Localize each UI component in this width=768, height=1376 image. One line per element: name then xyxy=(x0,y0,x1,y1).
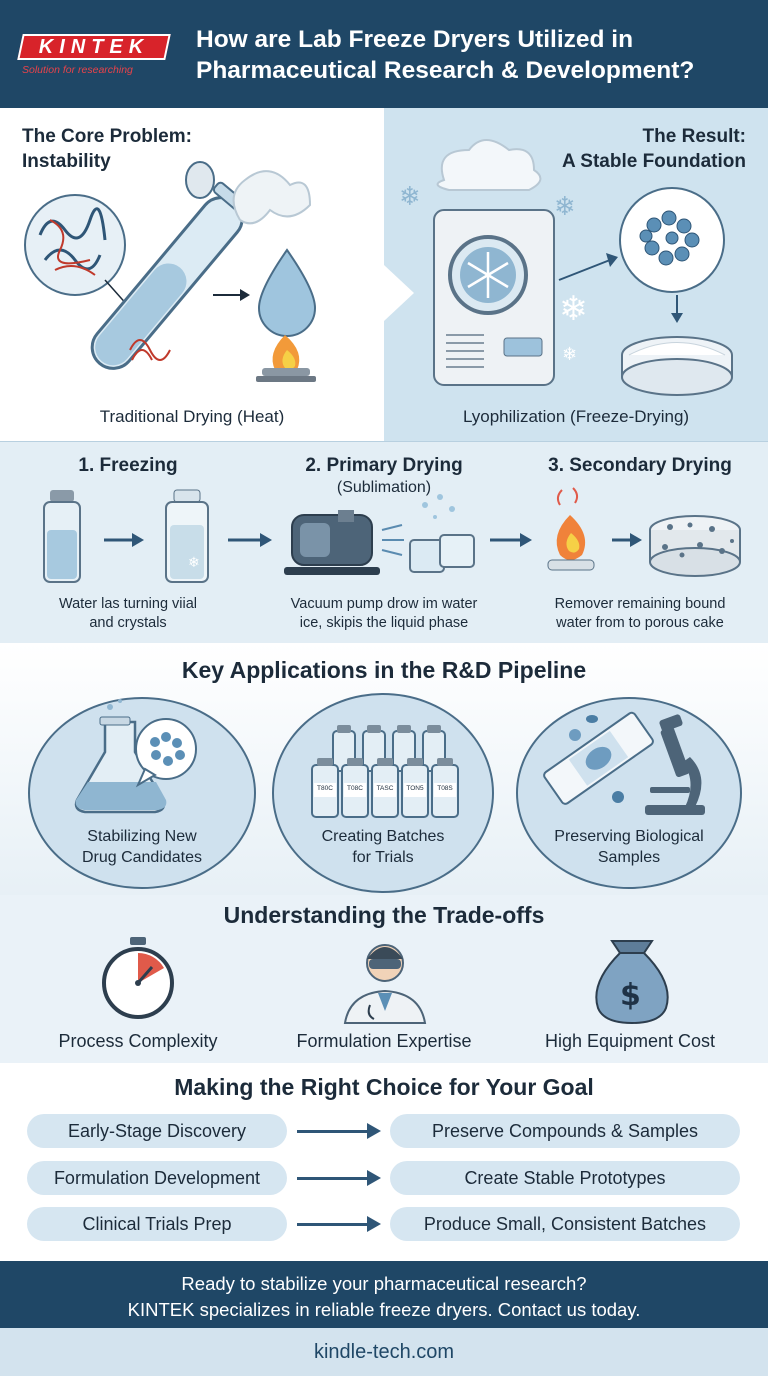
logo-tagline: Solution for researching xyxy=(22,64,133,76)
protein-molecule-icon xyxy=(24,194,126,296)
process-steps-panel xyxy=(0,441,768,643)
application-3-caption: Preserving Biological Samples xyxy=(516,826,742,868)
result-heading-line-1: The Result: xyxy=(642,126,746,147)
svg-text:❄: ❄ xyxy=(554,192,576,222)
step-2-caption-line-1: Vacuum pump drow im water xyxy=(290,596,478,612)
step-2-subtitle: (Sublimation) xyxy=(336,479,432,496)
choices-title: Making the Right Choice for Your Goal xyxy=(174,1074,594,1100)
outcome-prototypes: Create Stable Prototypes xyxy=(390,1161,740,1195)
goal-early-stage: Early-Stage Discovery xyxy=(27,1114,287,1148)
step-3-caption-line-2: water from to porous cake xyxy=(556,615,724,631)
step-1-caption: Water las turning viial and crystals xyxy=(0,595,256,633)
vial-label-4: TON5 xyxy=(406,785,424,792)
title-line-2: Pharmaceutical Research & Development? xyxy=(196,57,695,84)
footer-cta-banner xyxy=(0,1261,768,1328)
application-1-line-1: Stabilizing New xyxy=(87,828,197,845)
step-1-caption-line-2: and crystals xyxy=(89,615,167,631)
outcome-batches: Produce Small, Consistent Batches xyxy=(390,1207,740,1241)
stopwatch-icon xyxy=(102,937,174,1019)
website-link[interactable]: kindle-tech.com xyxy=(313,1341,455,1363)
svg-text:❄: ❄ xyxy=(562,344,577,365)
goal-formulation: Formulation Development xyxy=(27,1161,287,1195)
svg-text:❄: ❄ xyxy=(188,555,200,571)
vacuum-pump-icon xyxy=(284,510,380,575)
result-caption: Lyophilization (Freeze-Drying) xyxy=(462,407,690,426)
application-3-line-1: Preserving Biological xyxy=(554,828,704,845)
step-2-title: 2. Primary Drying xyxy=(305,455,463,476)
applications-illustrations xyxy=(74,699,705,818)
choice-arrow-1 xyxy=(297,1130,369,1133)
scientist-icon xyxy=(343,944,427,1024)
application-2-line-1: Creating Batches xyxy=(321,828,445,845)
burner-flame-icon xyxy=(547,487,595,571)
kintek-logo-text: KINTEK xyxy=(38,36,150,58)
vial-batch-icon xyxy=(311,730,459,818)
step-3-caption: Remover remaining bound water from to po… xyxy=(512,595,768,633)
microscope-icon xyxy=(645,714,705,815)
step-2-caption: Vacuum pump drow im water ice, skipis th… xyxy=(256,595,512,633)
flask-icon xyxy=(74,699,167,814)
vial-label-3: TASC xyxy=(376,785,394,792)
vial-label-5: T08S xyxy=(437,785,453,792)
choice-arrow-2 xyxy=(297,1177,369,1180)
step-3-caption-line-1: Remover remaining bound xyxy=(554,596,726,612)
vial-label-1: T80C xyxy=(317,785,333,792)
process-illustrations: ❄ xyxy=(43,487,741,583)
vial-liquid-icon xyxy=(43,490,81,583)
choice-arrow-head-3 xyxy=(367,1216,381,1232)
porous-cake-icon xyxy=(649,515,741,577)
money-bag-icon: $ xyxy=(595,940,669,1025)
vial-label-2: T08C xyxy=(347,785,363,792)
application-1-line-2: Drug Candidates xyxy=(81,849,203,866)
applications-title: Key Applications in the R&D Pipeline xyxy=(181,657,587,683)
tradeoff-1-label: Process Complexity xyxy=(58,1031,218,1051)
step-1-title: 1. Freezing xyxy=(78,455,178,476)
title-line-1: How are Lab Freeze Dryers Utilized in xyxy=(196,26,634,53)
choice-arrow-head-2 xyxy=(367,1170,381,1186)
problem-heading-line-2: Instability xyxy=(22,151,111,172)
application-2-line-2: for Trials xyxy=(352,849,414,866)
application-2-caption: Creating Batches for Trials xyxy=(272,826,494,868)
step-1-caption-line-1: Water las turning viial xyxy=(58,596,198,612)
water-drop-icon xyxy=(257,248,317,337)
problem-caption: Traditional Drying (Heat) xyxy=(99,407,285,426)
svg-text:❄: ❄ xyxy=(399,182,421,212)
application-3-line-2: Samples xyxy=(597,849,661,866)
step-2-caption-line-2: ice, skipis the liquid phase xyxy=(299,615,469,631)
traditional-drying-illustration xyxy=(24,161,317,382)
freeze-drying-illustration: ❄ ❄ ❄ ❄ xyxy=(399,139,733,396)
step-3-title: 3. Secondary Drying xyxy=(548,455,732,476)
tradeoffs-illustrations: $ xyxy=(102,937,669,1025)
outcome-preserve: Preserve Compounds & Samples xyxy=(390,1114,740,1148)
problem-heading-line-1: The Core Problem: xyxy=(22,126,192,147)
panel-divider-arrow xyxy=(384,265,414,321)
vial-frozen-icon: ❄ xyxy=(165,489,209,583)
svg-text:$: $ xyxy=(620,978,641,1013)
problem-heading: The Core Problem: Instability xyxy=(22,124,192,174)
tradeoffs-title: Understanding the Trade-offs xyxy=(223,902,545,928)
choice-arrow-3 xyxy=(297,1223,369,1226)
goal-clinical-trials: Clinical Trials Prep xyxy=(27,1207,287,1241)
footer-url-bar xyxy=(0,1328,768,1376)
cta-line-1: Ready to stabilize your pharmaceutical r… xyxy=(181,1273,587,1294)
result-heading-line-2: A Stable Foundation xyxy=(561,151,746,172)
microscope-slide-icon xyxy=(543,711,654,805)
choice-arrow-head-1 xyxy=(367,1123,381,1139)
result-heading: The Result: A Stable Foundation xyxy=(562,124,746,174)
cta-line-2: KINTEK specializes in reliable freeze dr… xyxy=(127,1299,641,1320)
page-title: How are Lab Freeze Dryers Utilized in Ph… xyxy=(196,24,756,86)
tradeoff-2-label: Formulation Expertise xyxy=(296,1031,472,1051)
tradeoff-3-label: High Equipment Cost xyxy=(544,1031,716,1051)
application-1-caption: Stabilizing New Drug Candidates xyxy=(28,826,256,868)
svg-text:❄: ❄ xyxy=(559,289,588,329)
ice-cubes-icon xyxy=(409,494,475,573)
